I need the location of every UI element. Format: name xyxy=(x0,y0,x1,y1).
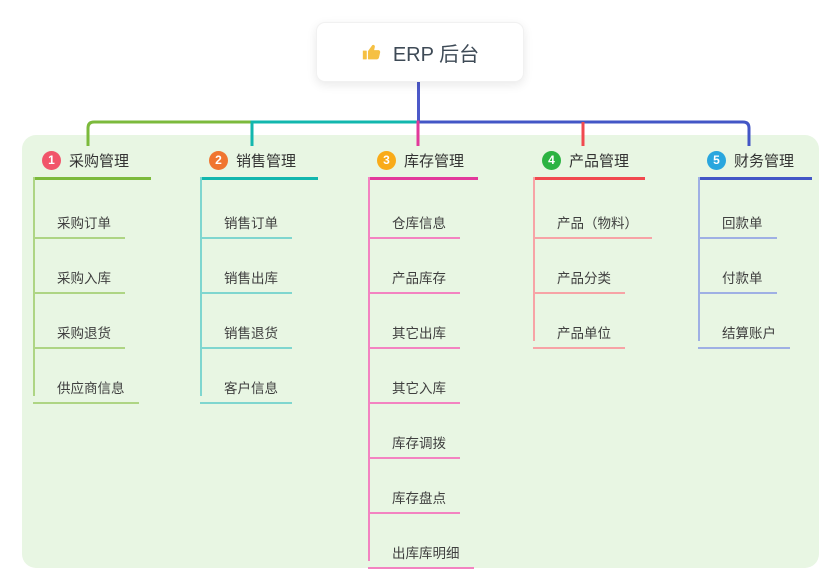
branch-header[interactable]: 1 采购管理 xyxy=(33,147,151,180)
branch-purchase: 1 采购管理 采购订单采购入库采购退货供应商信息 xyxy=(33,147,151,404)
branch-child-rail xyxy=(200,177,202,396)
branch-title: 产品管理 xyxy=(569,152,630,170)
branch-sales: 2 销售管理 销售订单销售出库销售退货客户信息 xyxy=(200,147,318,404)
branch-inventory: 3 库存管理 仓库信息产品库存其它出库其它入库库存调拨库存盘点出库库明细 xyxy=(368,147,478,569)
child-node[interactable]: 结算账户 xyxy=(698,314,790,349)
child-node[interactable]: 销售出库 xyxy=(200,259,292,294)
branch-number-badge: 4 xyxy=(542,150,561,170)
child-node[interactable]: 产品分类 xyxy=(533,259,625,294)
child-node[interactable]: 客户信息 xyxy=(200,369,292,404)
child-node[interactable]: 出库库明细 xyxy=(368,534,474,569)
child-node[interactable]: 采购退货 xyxy=(33,314,125,349)
child-node[interactable]: 销售订单 xyxy=(200,204,292,239)
child-node[interactable]: 采购订单 xyxy=(33,204,125,239)
child-node[interactable]: 库存调拨 xyxy=(368,424,460,459)
branch-header[interactable]: 2 销售管理 xyxy=(200,147,318,180)
child-node[interactable]: 付款单 xyxy=(698,259,777,294)
branch-number-badge: 2 xyxy=(209,150,228,170)
child-node[interactable]: 采购入库 xyxy=(33,259,125,294)
branch-title: 销售管理 xyxy=(236,152,297,170)
branch-child-rail xyxy=(698,177,700,341)
branch-title: 财务管理 xyxy=(734,152,795,170)
child-node[interactable]: 其它入库 xyxy=(368,369,460,404)
child-node[interactable]: 产品单位 xyxy=(533,314,625,349)
branch-child-rail xyxy=(533,177,535,341)
child-node[interactable]: 产品（物料） xyxy=(533,204,652,239)
child-node[interactable]: 产品库存 xyxy=(368,259,460,294)
branch-title: 库存管理 xyxy=(404,152,465,170)
child-node[interactable]: 其它出库 xyxy=(368,314,460,349)
branch-product: 4 产品管理 产品（物料） 产品分类产品单位 xyxy=(533,147,652,349)
branch-title: 采购管理 xyxy=(69,152,130,170)
root-title: ERP 后台 xyxy=(392,43,480,66)
child-node[interactable]: 销售退货 xyxy=(200,314,292,349)
thumbs-up-icon xyxy=(361,41,383,63)
root-node[interactable]: ERP 后台 xyxy=(316,22,524,82)
child-node[interactable]: 供应商信息 xyxy=(33,369,139,404)
branch-number-badge: 3 xyxy=(377,150,396,170)
branch-header[interactable]: 5 财务管理 xyxy=(698,147,812,180)
branch-child-rail xyxy=(33,177,35,396)
branch-finance: 5 财务管理 回款单付款单结算账户 xyxy=(698,147,812,349)
child-node[interactable]: 仓库信息 xyxy=(368,204,460,239)
child-node[interactable]: 库存盘点 xyxy=(368,479,460,514)
branch-number-badge: 1 xyxy=(42,150,61,170)
branch-number-badge: 5 xyxy=(707,150,726,170)
child-node[interactable]: 回款单 xyxy=(698,204,777,239)
branches-background-panel xyxy=(22,135,819,568)
branch-header[interactable]: 4 产品管理 xyxy=(533,147,645,180)
branch-header[interactable]: 3 库存管理 xyxy=(368,147,478,180)
branch-child-rail xyxy=(368,177,370,561)
